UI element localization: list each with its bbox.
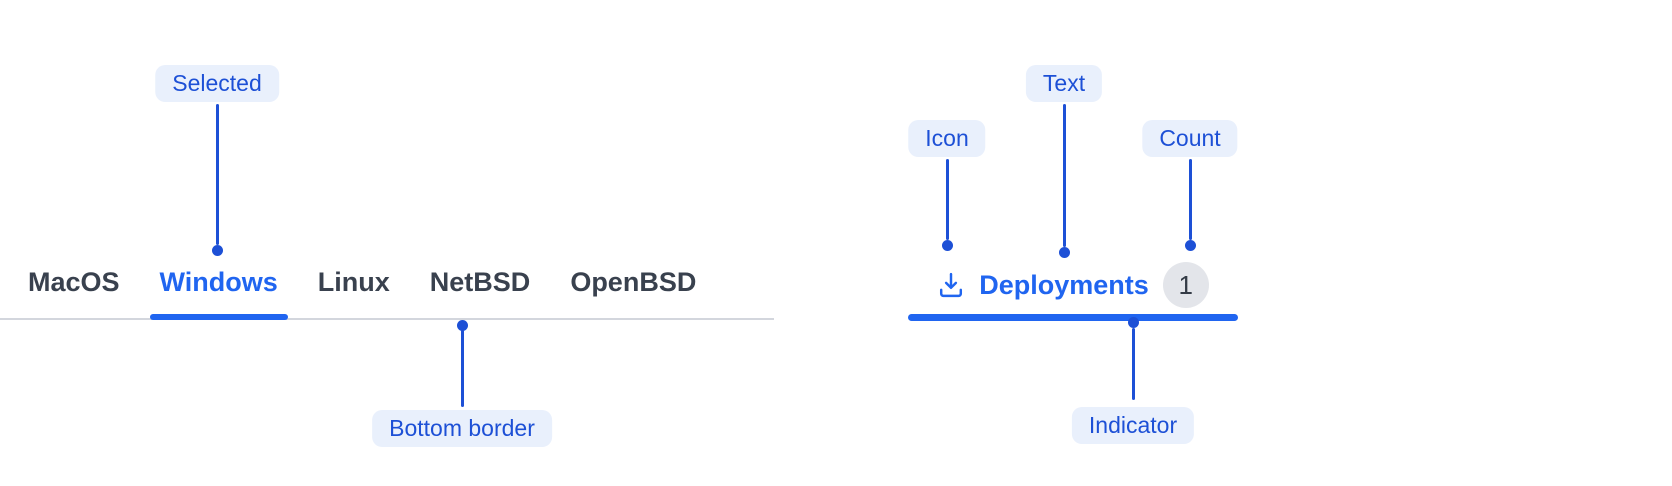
tab-linux[interactable]: Linux [298, 266, 410, 318]
tab-indicator [908, 314, 1238, 321]
annotation-selected-line [215, 104, 219, 245]
annotation-text-label: Text [1025, 65, 1103, 102]
annotation-icon-dot [941, 239, 953, 251]
annotation-text-dot [1058, 246, 1070, 258]
annotation-bottom-border-line [460, 330, 464, 407]
annotation-count-line [1188, 159, 1192, 240]
annotation-count-label: Count [1142, 120, 1238, 157]
count-badge: 1 [1162, 262, 1209, 308]
annotation-text-line [1062, 104, 1066, 247]
annotation-count-dot [1184, 239, 1196, 251]
annotation-indicator-label: Indicator [1071, 407, 1195, 444]
tab-openbsd[interactable]: OpenBSD [550, 266, 716, 318]
tab-windows[interactable]: Windows [140, 266, 298, 320]
annotation-bottom-border-label: Bottom border [372, 410, 552, 447]
tab-deployments[interactable]: Deployments 1 [908, 262, 1238, 308]
tab-netbsd[interactable]: NetBSD [410, 266, 551, 318]
annotation-icon-label: Icon [908, 120, 986, 157]
annotation-bottom-border-dot [456, 319, 468, 331]
annotation-selected-dot [211, 244, 223, 256]
tab-bar: MacOS Windows Linux NetBSD OpenBSD [0, 266, 774, 320]
tab-macos[interactable]: MacOS [8, 266, 140, 318]
tab-label: OpenBSD [570, 267, 697, 297]
download-icon [937, 271, 965, 299]
annotation-indicator-line [1131, 328, 1135, 400]
tab-label: MacOS [28, 267, 120, 297]
annotation-icon-line [945, 159, 949, 240]
annotation-indicator-dot [1127, 316, 1139, 328]
tab-label: Linux [317, 267, 390, 297]
tab-deployments-label: Deployments [979, 269, 1149, 300]
tab-label: Windows [159, 267, 278, 297]
annotation-selected-label: Selected [155, 65, 279, 102]
tab-label: NetBSD [429, 267, 531, 297]
selected-tab-underline [149, 314, 288, 320]
